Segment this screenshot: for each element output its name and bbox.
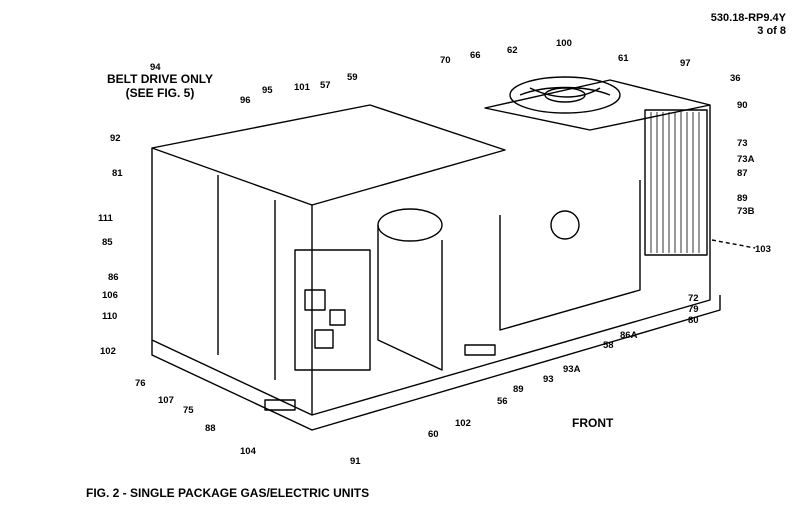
top-panel-left [151,104,506,206]
callout-107: 107 [158,395,174,406]
control-component-1 [304,289,326,311]
callout-101: 101 [294,82,310,93]
callout-79: 79 [688,304,699,315]
callout-59: 59 [347,72,358,83]
control-box [294,249,371,371]
callout-89-front: 89 [513,384,524,395]
callout-86A: 86A [620,330,638,341]
figure-caption: FIG. 2 - SINGLE PACKAGE GAS/ELECTRIC UNI… [86,486,370,500]
callout-87: 87 [737,168,748,179]
fan-blades [519,86,611,98]
callout-57: 57 [320,80,331,91]
callout-85: 85 [102,237,113,248]
coil-fins [650,112,700,253]
condenser-fan [509,76,621,114]
callout-102-front: 102 [455,418,471,429]
gas-section-panel [499,180,641,331]
callout-81: 81 [112,168,123,179]
callout-106: 106 [102,290,118,301]
callout-60: 60 [428,429,439,440]
callout-61: 61 [618,53,629,64]
callout-111: 111 [98,213,113,224]
callout-97: 97 [680,58,691,69]
callout-104: 104 [240,446,256,457]
control-component-2 [329,309,346,326]
lift-handle-front [264,399,296,411]
callout-103: 103 [755,244,771,255]
callout-93: 93 [543,374,554,385]
callout-73B: 73B [737,206,755,217]
callout-95: 95 [262,85,273,96]
callout-90: 90 [737,100,748,111]
condenser-coil [644,109,708,256]
callout-88: 88 [205,423,216,434]
callout-89-right: 89 [737,193,748,204]
front-pointer [711,239,756,249]
callout-36: 36 [730,73,741,84]
base-rail [151,295,721,431]
doc-code: 530.18-RP9.4Y [710,12,786,24]
control-component-3 [314,329,334,349]
front-label: FRONT [572,416,614,430]
callout-93A: 93A [563,364,581,375]
callout-58: 58 [603,340,614,351]
evaporator-blower [377,208,443,242]
callout-80: 80 [688,315,699,326]
lift-handle-side [464,344,496,356]
blower-housing [377,225,443,371]
callout-66: 66 [470,50,481,61]
left-side-inner [217,175,276,380]
belt-drive-note-line1: BELT DRIVE ONLY [106,72,213,86]
callout-73A: 73A [737,154,755,165]
belt-drive-note: BELT DRIVE ONLY (SEE FIG. 5) [95,72,225,100]
callout-70: 70 [440,55,451,66]
callout-91: 91 [350,456,361,467]
callout-56: 56 [497,396,508,407]
callout-110: 110 [102,311,118,322]
callout-75: 75 [183,405,194,416]
callout-92: 92 [110,133,121,144]
page-number: 3 of 8 [757,25,786,37]
callout-73: 73 [737,138,748,149]
inducer-fan [550,210,580,240]
callout-62: 62 [507,45,518,56]
callout-96: 96 [240,95,251,106]
callout-72: 72 [688,293,699,304]
callout-94: 94 [150,62,161,73]
callout-100: 100 [556,38,572,49]
callout-76: 76 [135,378,146,389]
callout-102-left: 102 [100,346,116,357]
belt-drive-note-line2: (SEE FIG. 5) [125,86,195,100]
callout-86: 86 [108,272,119,283]
doc-header: 530.18-RP9.4Y 3 of 8 [711,12,786,38]
unit-left-side [151,148,313,416]
unit-front-face [311,105,711,416]
